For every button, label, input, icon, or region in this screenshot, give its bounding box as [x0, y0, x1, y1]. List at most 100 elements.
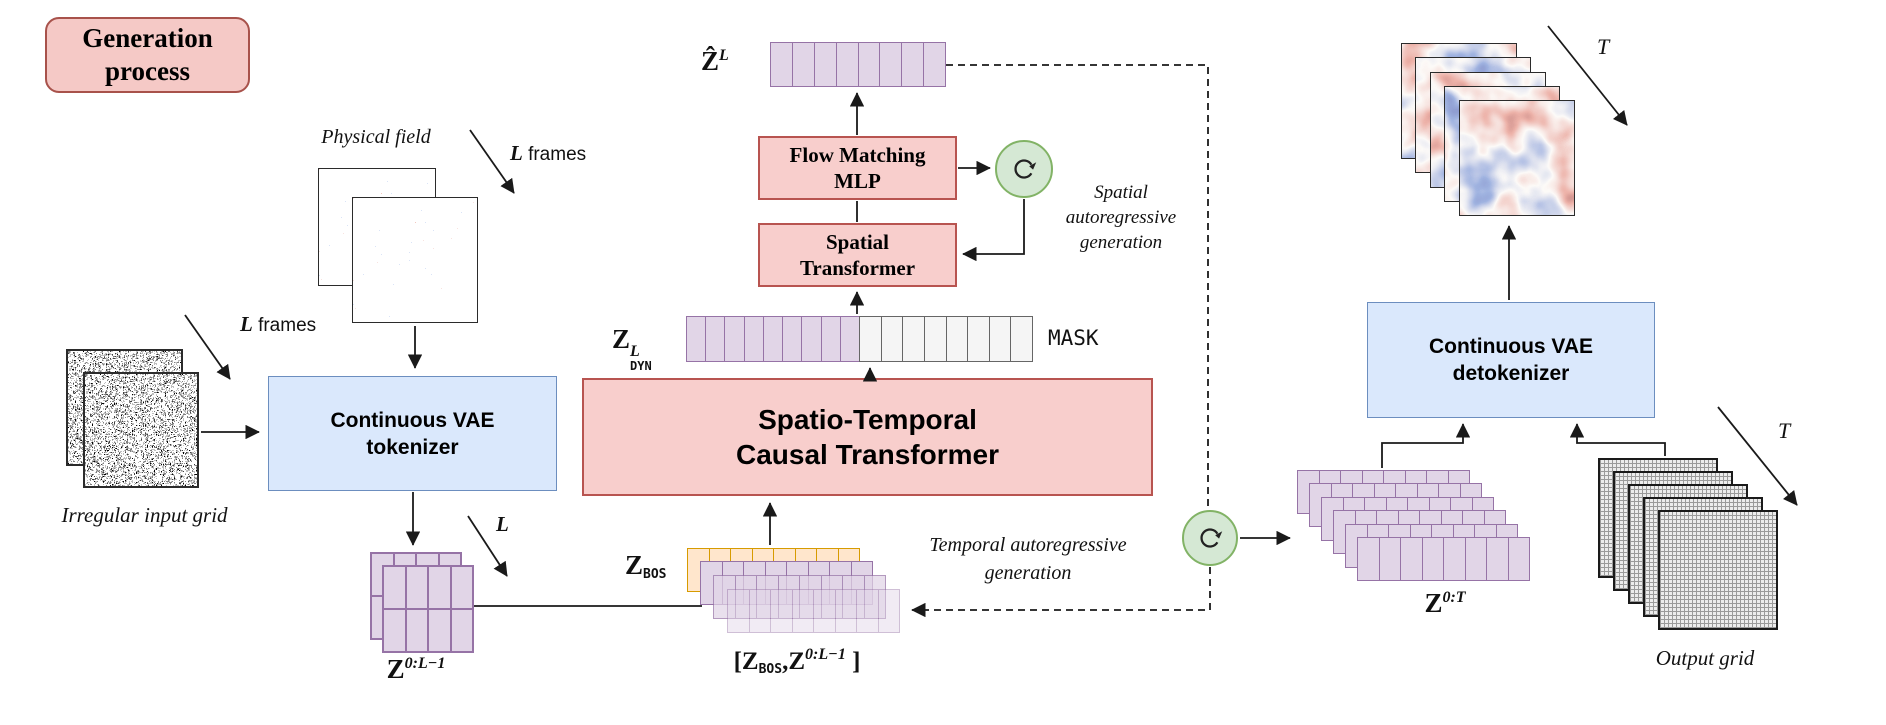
arrow-l-frames-left — [184, 314, 231, 380]
transformer-box: Spatio-Temporal Causal Transformer — [582, 378, 1153, 496]
token-cell — [1358, 538, 1380, 580]
token-cell — [968, 317, 990, 361]
spatial-ar-line1: Spatial — [1094, 182, 1148, 203]
tokenizer-box: Continuous VAE tokenizer — [268, 376, 557, 491]
token-cell — [793, 43, 815, 86]
concat-close: ] — [845, 648, 861, 675]
context-token-row-2 — [713, 575, 886, 619]
zbos-base: Z — [625, 550, 644, 580]
mask-token-row — [859, 316, 1033, 362]
output-grid-label: Output grid — [1655, 646, 1755, 670]
token-cell — [879, 590, 900, 632]
t-label-right: T — [1778, 418, 1791, 443]
token-cell — [1466, 538, 1487, 580]
arrow-spatial-loop-to-spatial-transformer — [962, 199, 1025, 262]
physical-field-frame-front — [352, 197, 478, 323]
token-cell — [859, 43, 881, 86]
badge-line2: process — [105, 56, 190, 86]
token-cell — [783, 317, 803, 361]
z0t-base: Z — [1424, 588, 1443, 618]
token-cell — [771, 43, 793, 86]
token-cell — [880, 43, 903, 86]
token-cell — [450, 566, 473, 609]
concat-z1: Z — [741, 648, 759, 675]
token-cell — [779, 576, 800, 618]
concat-label: [ZBOS,Z0:L−1 ] — [692, 646, 902, 677]
spatial-transformer-line1: Spatial — [825, 230, 890, 254]
token-cell — [706, 317, 726, 361]
zdyn-base: Z — [612, 324, 631, 354]
concat-comma: , — [782, 648, 789, 675]
z0l1-base: Z — [386, 654, 405, 684]
spatial-ar-line3: generation — [1079, 232, 1163, 253]
l-frames-top-word: frames — [528, 144, 587, 165]
z0l1-label: Z0:L−1 — [360, 654, 472, 685]
zdyn-sub: DYN — [630, 359, 652, 373]
flow-matching-line2: MLP — [834, 169, 881, 193]
token-cell — [800, 576, 822, 618]
spatial-transformer-box: Spatial Transformer — [758, 223, 957, 287]
token-cell — [857, 590, 879, 632]
token-cell — [383, 566, 406, 609]
arrow-output-grid-to-detokenizer — [1569, 423, 1666, 456]
token-cell — [815, 43, 837, 86]
zbos-sub: BOS — [643, 567, 667, 582]
token-cell — [814, 590, 836, 632]
generation-process-badge: Generation process — [45, 17, 250, 93]
detokenizer-box: Continuous VAE detokenizer — [1367, 302, 1655, 418]
token-cell — [1423, 538, 1444, 580]
l-frames-left-word: frames — [258, 315, 317, 336]
output-field-frame-5 — [1459, 100, 1575, 216]
token-cell — [902, 43, 925, 86]
token-cell — [836, 590, 857, 632]
flow-matching-mlp-box: Flow Matching MLP — [758, 136, 957, 200]
concat-open: [ — [733, 648, 742, 675]
token-cell — [837, 43, 859, 86]
token-cell — [841, 317, 859, 361]
z0t-label: Z0:T — [1395, 588, 1495, 619]
token-cell — [750, 590, 771, 632]
token-cell — [771, 590, 793, 632]
context-token-row-3 — [727, 589, 900, 633]
detokenizer-line1: Continuous VAE — [1428, 335, 1594, 358]
token-cell — [736, 576, 757, 618]
z0t-sup: 0:T — [1442, 589, 1466, 606]
detokenizer-line2: detokenizer — [1452, 362, 1570, 385]
token-cell — [822, 317, 841, 361]
token-cell — [903, 317, 925, 361]
token-cell — [728, 590, 750, 632]
concat-sup2: 0:L−1 — [805, 646, 846, 663]
z0t-token-row-6 — [1357, 537, 1530, 581]
token-cell — [947, 317, 969, 361]
temporal-loop-circle — [1182, 510, 1238, 566]
irregular-input-grid-label: Irregular input grid — [61, 503, 228, 527]
token-cell — [428, 609, 451, 652]
loop-arrow-icon — [1200, 528, 1223, 548]
spatial-ar-line2: autoregressive — [1065, 207, 1177, 228]
token-cell — [405, 609, 428, 652]
arrow-l-frames-top — [469, 129, 515, 194]
zdyn-sup: L — [630, 343, 640, 360]
spatial-ar-label: Spatial autoregressive generation — [1040, 180, 1202, 255]
token-cell — [725, 317, 745, 361]
token-cell — [843, 576, 865, 618]
token-cell — [1011, 317, 1032, 361]
concat-sub1: BOS — [758, 662, 783, 677]
token-cell — [383, 609, 406, 652]
token-cell — [924, 43, 945, 86]
token-cell — [990, 317, 1012, 361]
output-grid-frame-5 — [1658, 510, 1778, 630]
flow-matching-line1: Flow Matching — [789, 143, 926, 167]
token-cell — [860, 317, 882, 361]
token-cell — [450, 609, 473, 652]
l-frames-label-top: L frames — [510, 141, 586, 166]
z0l1-sup: 0:L−1 — [404, 655, 446, 672]
token-cell — [1401, 538, 1423, 580]
token-cell — [1380, 538, 1401, 580]
tokenizer-line1: Continuous VAE — [330, 408, 495, 432]
zhat-token-row — [770, 42, 946, 87]
t-label-top: T — [1597, 34, 1610, 59]
temporal-ar-label: Temporal autoregressive generation — [903, 531, 1153, 587]
zdyn-token-row — [686, 316, 860, 362]
